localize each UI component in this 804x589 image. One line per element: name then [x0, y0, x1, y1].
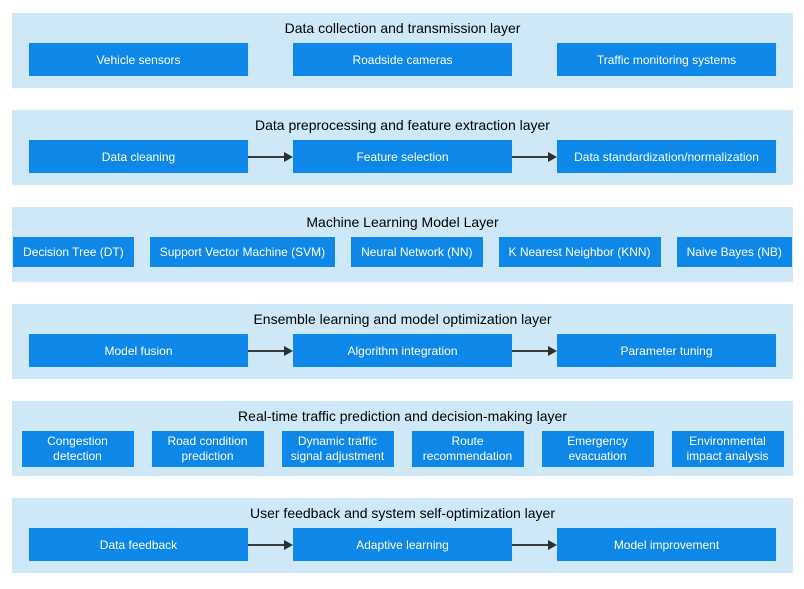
layer-nodes-row: Vehicle sensors Roadside cameras Traffic m…	[12, 43, 793, 76]
layer-data-preprocessing: Data preprocessing and feature extractio…	[12, 110, 793, 185]
diagram-node: Naive Bayes (NB)	[676, 237, 792, 267]
diagram-node: Dynamic traffic signal adjustment	[281, 431, 394, 467]
arrow-right-icon	[248, 528, 293, 561]
diagram-node: Parameter tuning	[557, 334, 776, 367]
diagram-node: K Nearest Neighbor (KNN)	[498, 237, 661, 267]
layer-nodes-row: Decision Tree (DT) Support Vector Machine…	[12, 237, 793, 267]
layer-nodes-row: Congestion detection Road condition predi…	[12, 431, 793, 467]
diagram-node: Road condition prediction	[151, 431, 264, 467]
layer-title: Data preprocessing and feature extractio…	[255, 117, 550, 133]
diagram-node: Algorithm integration	[293, 334, 512, 367]
layer-title: Data collection and transmission layer	[284, 20, 521, 36]
arrow-right-icon	[512, 140, 557, 173]
diagram-node: Decision Tree (DT)	[13, 237, 134, 267]
diagram-node: Model fusion	[29, 334, 248, 367]
diagram-node: Emergency evacuation	[541, 431, 654, 467]
diagram-node: Model improvement	[557, 528, 776, 561]
diagram-node: Data standardization/normalization	[557, 140, 776, 173]
diagram-node: Congestion detection	[21, 431, 134, 467]
layer-machine-learning-models: Machine Learning Model Layer Decision Tr…	[12, 207, 793, 282]
arrow-right-icon	[248, 140, 293, 173]
diagram-node: Data feedback	[29, 528, 248, 561]
layer-nodes-row: Data feedback Adaptive learning Model impr…	[12, 528, 793, 561]
layer-nodes-row: Model fusion Algorithm integration Paramet…	[12, 334, 793, 367]
diagram-node: Feature selection	[293, 140, 512, 173]
layer-data-collection: Data collection and transmission layer V…	[12, 13, 793, 88]
diagram-node: Support Vector Machine (SVM)	[149, 237, 336, 267]
diagram-node: Roadside cameras	[293, 43, 512, 76]
arrow-right-icon	[512, 334, 557, 367]
layer-nodes-row: Data cleaning Feature selection Data stand…	[12, 140, 793, 173]
arrow-right-icon	[512, 528, 557, 561]
layer-ensemble-optimization: Ensemble learning and model optimization…	[12, 304, 793, 379]
diagram-node: Data cleaning	[29, 140, 248, 173]
layer-user-feedback: User feedback and system self-optimizati…	[12, 498, 793, 573]
arrow-right-icon	[248, 334, 293, 367]
diagram-node: Adaptive learning	[293, 528, 512, 561]
diagram-node: Vehicle sensors	[29, 43, 248, 76]
layer-realtime-prediction: Real-time traffic prediction and decisio…	[12, 401, 793, 476]
diagram-node: Environmental impact analysis	[671, 431, 784, 467]
layer-title: Ensemble learning and model optimization…	[253, 311, 552, 327]
diagram-node: Route recommendation	[411, 431, 524, 467]
diagram-node: Neural Network (NN)	[351, 237, 483, 267]
layer-title: Real-time traffic prediction and decisio…	[238, 408, 567, 424]
layer-title: User feedback and system self-optimizati…	[249, 505, 556, 521]
diagram-node: Traffic monitoring systems	[557, 43, 776, 76]
layer-title: Machine Learning Model Layer	[306, 214, 499, 230]
